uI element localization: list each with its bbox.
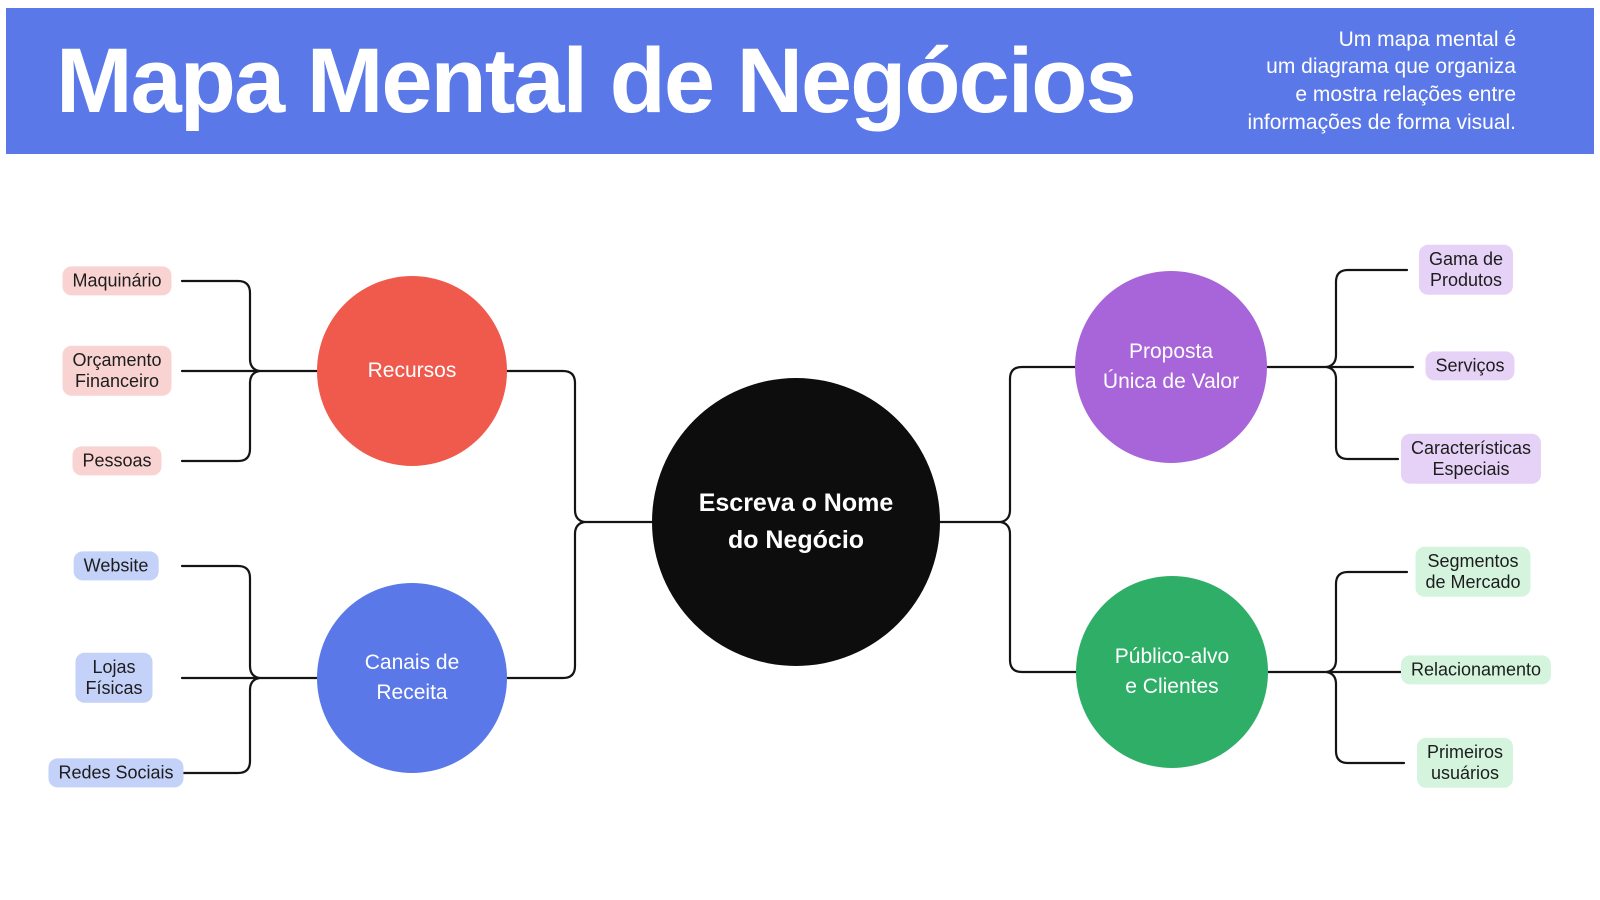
chip-pessoas[interactable]: Pessoas: [72, 446, 162, 476]
chip-relacionamento[interactable]: Relacionamento: [1400, 655, 1552, 685]
node-recursos[interactable]: Recursos: [317, 276, 507, 466]
connector-canais-children: [180, 564, 319, 775]
connector-proposta-children: [1265, 268, 1415, 461]
connector-recursos-children: [180, 279, 319, 463]
chip-maquinario[interactable]: Maquinário: [62, 266, 172, 296]
connector-center-left: [505, 369, 654, 680]
chip-website[interactable]: Website: [73, 551, 159, 581]
page-title: Mapa Mental de Negócios: [56, 29, 1137, 132]
connector-publico-children: [1266, 570, 1416, 765]
chip-redes-sociais[interactable]: Redes Sociais: [48, 758, 184, 788]
connector-center-right: [938, 365, 1078, 674]
header-banner: Mapa Mental de Negócios Um mapa mental é…: [6, 8, 1594, 154]
chip-servicos[interactable]: Serviços: [1425, 351, 1515, 381]
